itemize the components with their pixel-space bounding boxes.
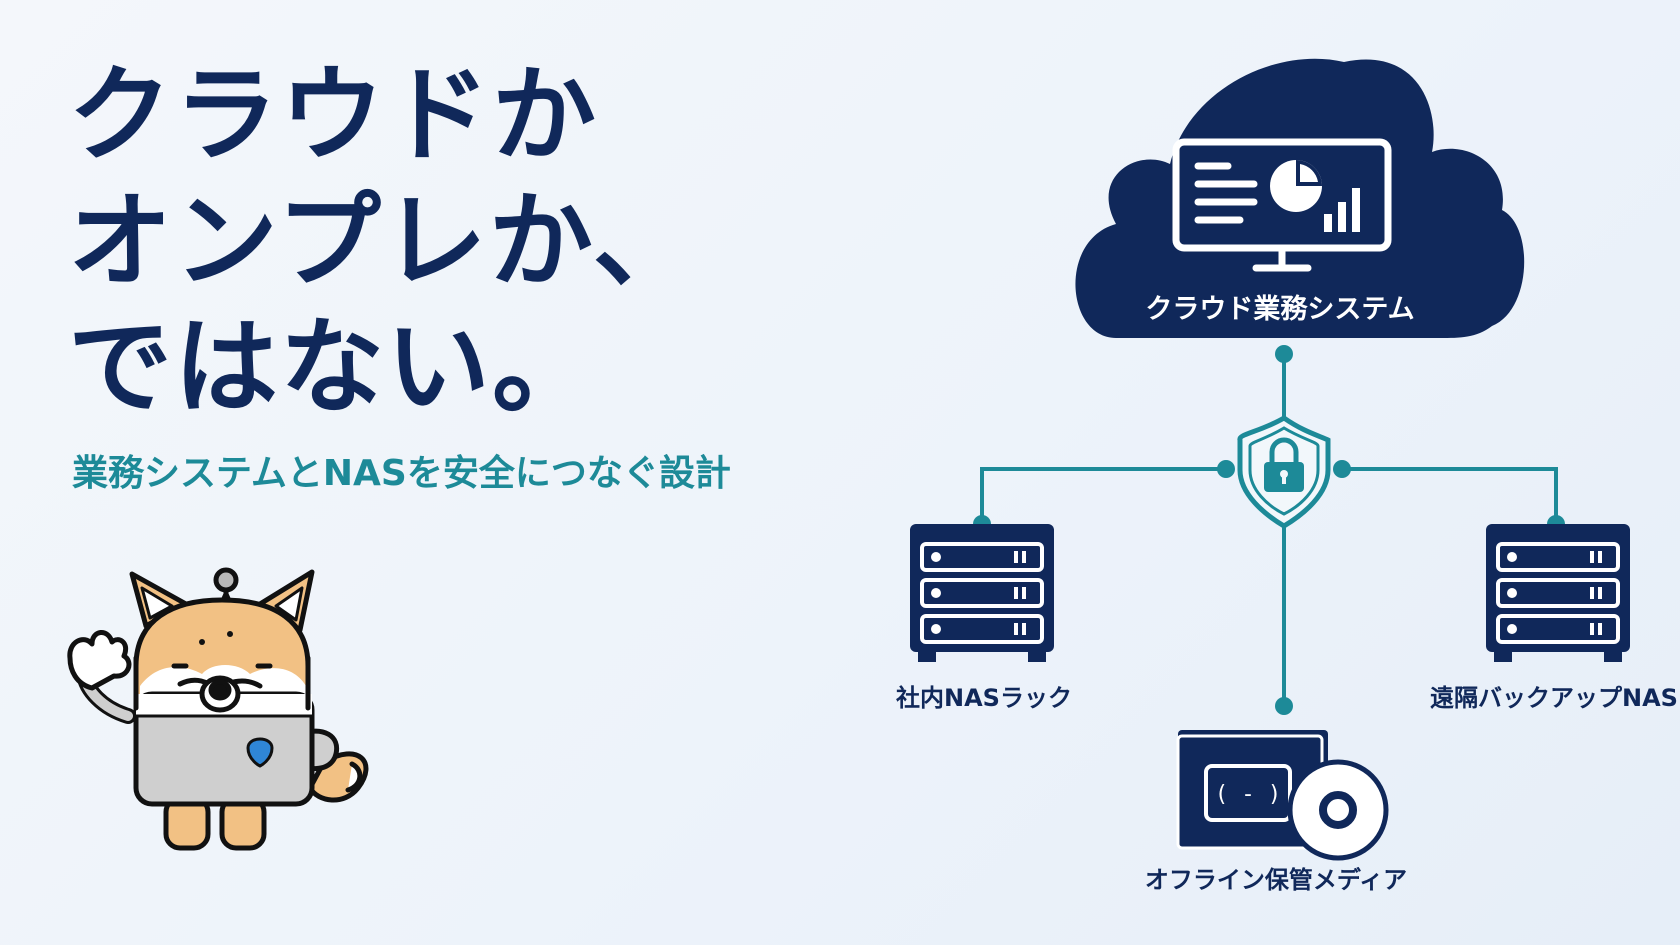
svg-text:( - ): ( - ) <box>1215 782 1281 807</box>
tape-disc-icon: ( - ) <box>1176 730 1389 861</box>
shiba-robot-mascot-illustration <box>67 567 369 851</box>
dashboard-monitor-icon <box>1172 138 1392 272</box>
connector-dot <box>1217 460 1235 478</box>
connector-dot <box>1275 345 1293 363</box>
node-label-offline-media: オフライン保管メディア <box>1145 866 1407 894</box>
connector-dot <box>1333 460 1351 478</box>
server-rack-icon-left <box>910 524 1054 662</box>
headline-line-3: ではない。 <box>68 306 599 428</box>
subtitle: 業務システムとNASを安全につなぐ設計 <box>72 453 731 494</box>
connector-dot <box>1275 697 1293 715</box>
connector-hub-right <box>1340 467 1558 526</box>
node-label-remote-backup-nas: 遠隔バックアップNAS <box>1430 684 1678 712</box>
headline-line-1: クラウドか <box>68 54 599 176</box>
headline-line-2: オンプレか、 <box>68 180 699 302</box>
cloud-label: クラウド業務システム <box>1145 294 1414 325</box>
bar-chart-glyph-icon <box>1324 188 1360 232</box>
node-label-onsite-nas: 社内NASラック <box>896 684 1072 712</box>
connector-lines <box>980 352 1558 708</box>
headline: クラウドか オンプレか、 ではない。 <box>68 52 699 430</box>
server-rack-icon-right <box>1486 524 1630 662</box>
connector-hub-left <box>980 467 1228 526</box>
pie-chart-glyph-icon <box>1270 160 1322 212</box>
shield-lock-icon <box>1237 415 1331 529</box>
